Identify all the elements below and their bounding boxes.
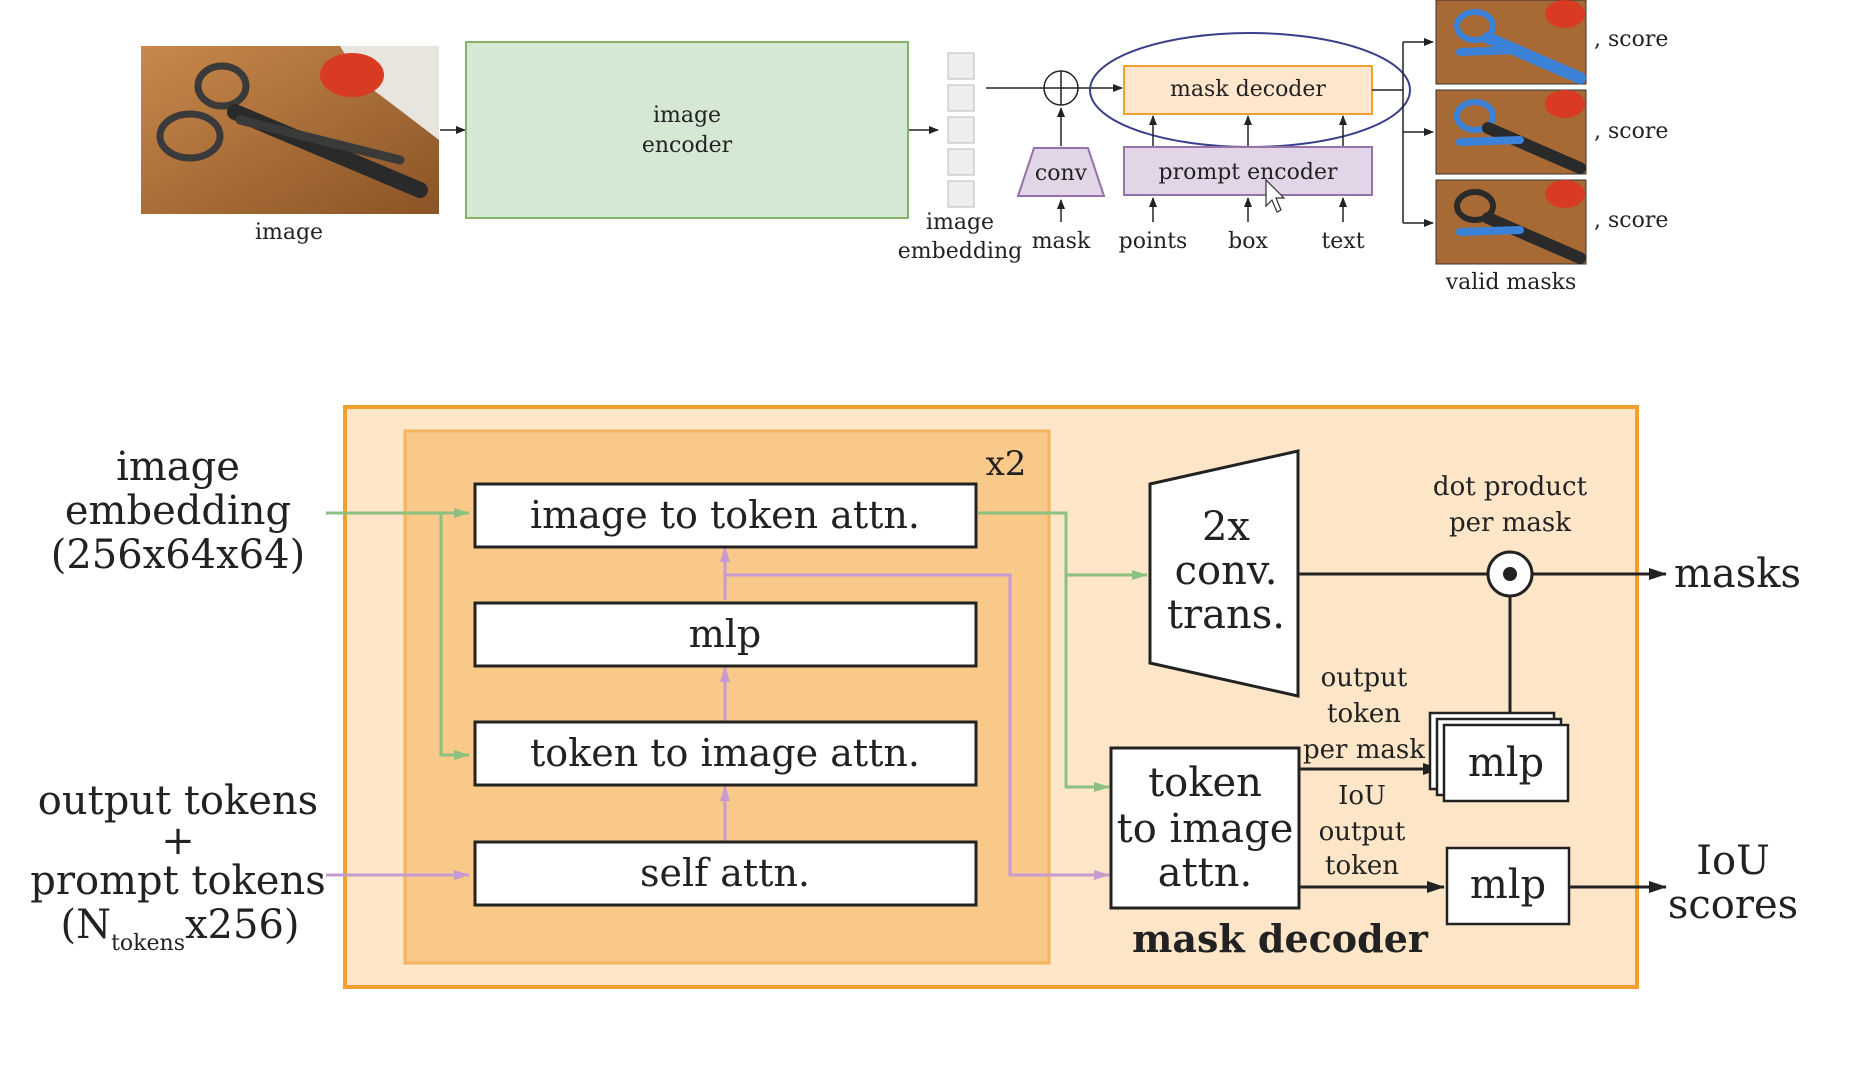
iou-token-label-3: token [1325,851,1399,881]
repeat-label: x2 [986,444,1027,484]
mlp-block-label: mlp [689,612,762,656]
top-overview: image image encoder image embedding conv [141,0,1668,295]
score-label-3: , score [1594,208,1668,233]
score-label-2: , score [1594,119,1668,144]
ntokens-suffix: x256) [185,902,300,948]
points-label: points [1119,229,1188,254]
iou-scores-label-1: IoU [1696,838,1770,884]
input-image-label-3: (256x64x64) [51,532,305,578]
image-to-token-attn-label: image to token attn. [530,493,920,537]
mask-thumbnail-2 [1435,89,1587,175]
conv-transpose-label-1: 2x [1202,504,1250,550]
image-to-token-attn-block [473,482,978,549]
image-embedding-arrows [326,508,1148,792]
masks-output-label: masks [1674,551,1801,597]
mask-mlp-stack [1428,711,1570,803]
iou-mlp-label: mlp [1470,862,1546,908]
input-tokens-label-1: output tokens [38,778,318,824]
conv-transpose-block [1148,449,1300,698]
mask-decoder-box [1123,65,1373,115]
input-tokens-label-3: prompt tokens [30,858,326,904]
input-tokens-label-2: + [161,818,195,864]
iou-scores-label-2: scores [1668,882,1798,928]
dot-product-label-2: per mask [1449,508,1571,538]
output-token-label-2: token [1327,699,1401,729]
ntokens-prefix: (N [60,902,111,948]
output-token-label-3: per mask [1303,735,1425,765]
conv-transpose-label-2: conv. [1175,548,1278,594]
image-encoder-box [465,41,909,219]
valid-masks-label: valid masks [1445,270,1577,295]
image-caption: image [255,220,323,245]
box-label: box [1228,229,1268,254]
output-token-label-1: output [1321,663,1408,693]
iou-mlp-block [1445,846,1571,926]
mask-mlp-label: mlp [1468,740,1544,786]
final-attn-label-1: token [1148,760,1262,806]
self-attn-label: self attn. [640,851,810,895]
input-image-label-2: embedding [65,488,291,534]
mask-input-label: mask [1032,229,1091,254]
conv-transpose-label-3: trans. [1167,592,1285,638]
self-attn-block [473,840,978,907]
prompt-encoder-label: prompt encoder [1159,160,1338,185]
final-token-to-image-attn-block [1109,746,1301,910]
input-tokens-label-4: (Ntokensx256) [60,902,299,956]
final-attn-label-3: attn. [1158,850,1252,896]
prompt-encoder-box [1123,146,1373,196]
mlp-block [473,601,978,668]
iou-token-label-1: IoU [1338,781,1386,811]
mask-decoder-title: mask decoder [1132,916,1429,961]
dot-product-icon [1486,550,1534,598]
iou-token-label-2: output [1319,817,1406,847]
image-embedding-label-2: embedding [898,239,1022,264]
image-encoder-label-2: encoder [642,133,733,158]
ntokens-subscript: tokens [111,931,185,956]
mask-thumbnail-1 [1435,0,1587,85]
token-to-image-attn-label: token to image attn. [530,731,920,775]
token-to-image-attn-block [473,720,978,787]
input-image [141,46,439,214]
score-label-1: , score [1594,27,1668,52]
input-image-label-1: image [116,444,240,490]
add-icon [1043,70,1079,106]
mask-thumbnail-3 [1435,179,1587,265]
mask-decoder-label: mask decoder [1170,77,1326,102]
token-arrows [326,546,1110,880]
mask-decoder-detail: x2 image embedding (256x64x64) output to… [30,405,1801,989]
conv-label: conv [1035,161,1088,186]
image-embedding-label-1: image [926,210,994,235]
dot-product-label-1: dot product [1433,472,1588,502]
text-label: text [1321,229,1364,254]
image-encoder-label-1: image [653,103,721,128]
mouse-cursor-icon [1265,178,1286,213]
decoder-output-arrows [1372,38,1434,227]
final-attn-label-2: to image [1117,806,1294,852]
image-embedding-stack [947,52,975,208]
conv-block [1016,147,1106,197]
